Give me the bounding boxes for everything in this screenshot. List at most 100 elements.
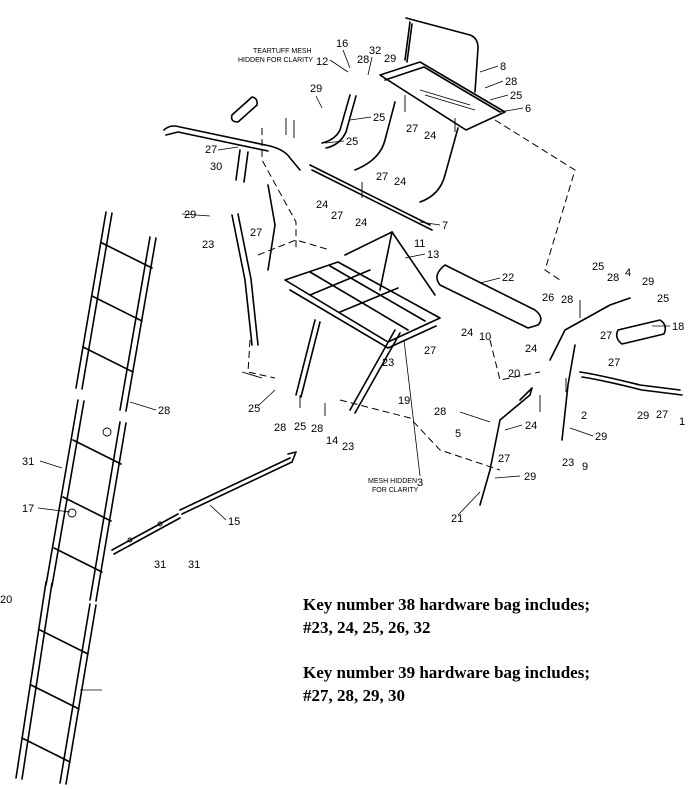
- callout: 16: [336, 38, 348, 50]
- callout: 29: [310, 83, 322, 95]
- callout: 9: [582, 461, 588, 473]
- callout: 22: [502, 272, 514, 284]
- callout: 17: [22, 503, 34, 515]
- callout: 27: [406, 123, 418, 135]
- leader-lines: [37, 49, 670, 691]
- callout: 29: [642, 276, 654, 288]
- mesh-note-bottom-line1: MESH HIDDEN: [368, 478, 417, 485]
- callout: 23: [382, 357, 394, 369]
- callout: 28: [158, 405, 170, 417]
- hardware-bolts: [241, 95, 581, 416]
- callouts: 16 32 12 28 29 8 28 25 6 29 25 25 27 24 …: [0, 38, 685, 606]
- key-note-39: Key number 39 hardware bag includes; #27…: [303, 661, 683, 707]
- callout: 28: [434, 406, 446, 418]
- callout: 25: [373, 112, 385, 124]
- callout: 29: [184, 209, 196, 221]
- key-note-38: Key number 38 hardware bag includes; #23…: [303, 593, 683, 639]
- ladder-section-20-upper: [75, 211, 157, 412]
- callout: 29: [524, 471, 536, 483]
- mesh-note-bottom-line2: FOR CLARITY: [372, 487, 419, 494]
- callout: 31: [154, 559, 166, 571]
- callout: 11: [414, 238, 425, 250]
- callout: 24: [355, 217, 367, 229]
- right-rail-tubes: [479, 297, 683, 506]
- mesh-note-top-line1: TEARTUFF MESH: [253, 48, 312, 55]
- callout: 6: [525, 103, 531, 115]
- shooting-rail: [163, 125, 301, 183]
- callout: 25: [510, 90, 522, 102]
- callout: 29: [637, 410, 649, 422]
- callout: 28: [357, 54, 369, 66]
- callout: 23: [202, 239, 214, 251]
- callout: 27: [656, 409, 668, 421]
- callout: 5: [455, 428, 461, 440]
- callout: 10: [479, 331, 491, 343]
- callout: 20: [0, 594, 12, 606]
- callout: 24: [461, 327, 473, 339]
- callout: 18: [672, 321, 684, 333]
- callout: 27: [250, 227, 262, 239]
- callout: 24: [525, 343, 537, 355]
- callout: 8: [500, 61, 506, 73]
- ladder-section-21-middle: [45, 399, 127, 602]
- callout: 24: [394, 176, 406, 188]
- mesh-note-top-line2: HIDDEN FOR CLARITY: [238, 57, 313, 64]
- callout: 31: [22, 456, 34, 468]
- key-note-39-title: Key number 39 hardware bag includes;: [303, 663, 590, 682]
- callout: 23: [342, 441, 354, 453]
- callout: 27: [331, 210, 343, 222]
- callout: 25: [346, 136, 358, 148]
- callout: 25: [248, 403, 260, 415]
- callout: 28: [505, 76, 517, 88]
- callout: 24: [525, 420, 537, 432]
- foot-bar: [309, 164, 433, 231]
- platform-frame: [284, 261, 441, 349]
- key-note-38-items: #23, 24, 25, 26, 32: [303, 618, 431, 637]
- callout: 12: [316, 56, 328, 68]
- callout: 24: [424, 130, 436, 142]
- hardware-key-notes: Key number 38 hardware bag includes; #23…: [303, 593, 683, 729]
- callout: 19: [398, 395, 410, 407]
- callout: 30: [210, 161, 222, 173]
- callout: 29: [384, 53, 396, 65]
- callout: 25: [294, 421, 306, 433]
- callout: 27: [376, 171, 388, 183]
- callout: 3: [417, 477, 423, 489]
- callout: 28: [311, 423, 323, 435]
- pad-top: [230, 96, 258, 123]
- callout: 15: [228, 516, 240, 528]
- callout: 20: [508, 368, 520, 380]
- callout: 13: [427, 249, 439, 261]
- padded-bar-22: [436, 264, 542, 329]
- callout: 31: [188, 559, 200, 571]
- callout: 4: [625, 267, 631, 279]
- callout: 28: [561, 294, 573, 306]
- key-note-38-title: Key number 38 hardware bag includes;: [303, 595, 590, 614]
- callout: 28: [607, 272, 619, 284]
- callout: 7: [442, 220, 448, 232]
- callout: 27: [424, 345, 436, 357]
- callout: 32: [369, 45, 381, 57]
- callout: 26: [542, 292, 554, 304]
- callout: 25: [592, 261, 604, 273]
- callout: 27: [608, 357, 620, 369]
- ladder-section-20-lower: [15, 581, 97, 785]
- mesh-outline: [247, 119, 576, 471]
- callout: 2: [581, 410, 587, 422]
- stabilizer-bar-17: [179, 451, 297, 515]
- callout: 1: [679, 416, 685, 428]
- callout: 25: [657, 293, 669, 305]
- pad-18: [615, 319, 667, 345]
- callout: 14: [326, 435, 338, 447]
- callout: 29: [595, 431, 607, 443]
- seat-frame: [379, 17, 506, 131]
- callout: 28: [274, 422, 286, 434]
- callout: 27: [498, 453, 510, 465]
- support-tubes: [231, 94, 459, 414]
- callout: 23: [562, 457, 574, 469]
- callout: 27: [205, 144, 217, 156]
- callout: 24: [316, 199, 328, 211]
- stabilizer-bar-15: [111, 513, 181, 555]
- callout: 21: [451, 513, 463, 525]
